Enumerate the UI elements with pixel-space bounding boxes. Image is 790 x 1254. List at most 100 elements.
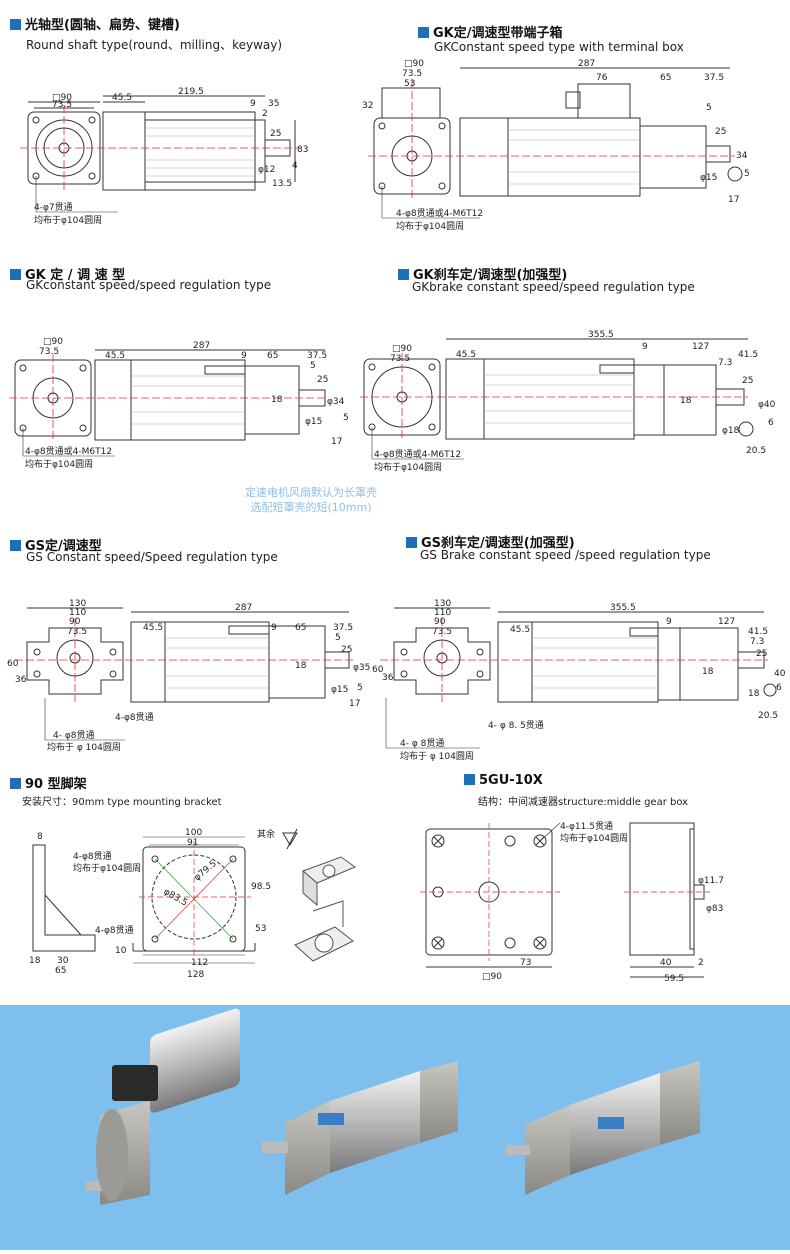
dim-label: 287 — [235, 603, 252, 613]
hole-note: 4-φ8贯通 — [115, 712, 154, 723]
section-subtitle-gearbox: 结构：中间减速器structure:middle gear box — [478, 797, 689, 808]
motor-photo-terminal-box — [86, 1008, 240, 1205]
section-title-round-shaft: 光轴型(圆轴、扁势、键槽) — [10, 14, 180, 33]
drawing-gk-brake: □90 73.5 45.5 355.5 9 127 41.5 7.3 25 18… — [360, 330, 776, 473]
dim-label: 73.5 — [39, 347, 59, 357]
hole-note: 均布于φ104圆周 — [396, 220, 464, 232]
dim-label: 25 — [341, 645, 352, 655]
product-photo-band — [0, 1005, 790, 1250]
dim-label: □90 — [482, 972, 502, 982]
dim-label: 287 — [578, 59, 595, 69]
dim-label: φ35 — [353, 663, 370, 673]
fan-cover-note: 定速电机风扇默认为长罩壳 选配短罩壳的短(10mm) — [245, 486, 377, 514]
dim-label: 36 — [382, 673, 394, 683]
dim-label: 17 — [331, 437, 342, 447]
dim-label: 73.5 — [390, 354, 410, 364]
hole-note: 均布于φ104圆周 — [34, 214, 102, 226]
section-title-gk-terminal: GK定/调速型带端子箱 — [418, 22, 563, 41]
dim-label: □90 — [404, 59, 424, 69]
section-title-gearbox: 5GU-10X — [464, 773, 543, 788]
dim-label: 20.5 — [746, 446, 766, 456]
dim-label: φ15 — [331, 685, 348, 695]
dim-label: 76 — [596, 73, 608, 83]
section-title-gk-brake: GK刹车定/调速型(加强型) — [398, 264, 567, 283]
dim-label: 90 — [434, 617, 446, 627]
hole-note: 4- φ8贯通 — [53, 730, 95, 741]
dim-label: 5 — [310, 361, 316, 371]
dim-label: 60 — [7, 659, 19, 669]
dim-label: 13.5 — [272, 179, 292, 189]
dim-label: 40 — [660, 958, 672, 968]
hole-note: 4-φ8贯通 — [73, 851, 112, 862]
dim-label: 25 — [756, 649, 767, 659]
section-subtitle-round-shaft: Round shaft type(round、milling、keyway) — [26, 38, 283, 52]
dim-label: φ15 — [305, 417, 322, 427]
dim-label: 45.5 — [105, 351, 125, 361]
dim-label: 45.5 — [112, 93, 132, 103]
hole-note: 4-φ11.5贯通 — [560, 821, 613, 832]
dim-label: 45.5 — [456, 350, 476, 360]
dim-label: φ11.7 — [698, 876, 724, 886]
dim-label: 25 — [270, 129, 281, 139]
hole-note: 4- φ 8贯通 — [400, 738, 444, 749]
drawing-round-shaft: □90 73.5 45.5 219.5 9 35 2 25 83 φ12 4 1… — [20, 87, 308, 226]
hole-note: 4-φ8贯通或4-M6T12 — [374, 448, 461, 460]
square-bullet-icon — [418, 27, 429, 38]
square-bullet-icon — [10, 778, 21, 789]
hole-note: 均布于 φ 104圆周 — [400, 750, 474, 762]
dim-label: 17 — [728, 195, 739, 205]
dim-label: □90 — [52, 93, 72, 103]
dim-label: □90 — [43, 337, 63, 347]
dim-label: 9 — [250, 99, 256, 109]
dim-label: 130 — [434, 599, 451, 609]
dim-label: 110 — [69, 608, 86, 618]
section-title-bracket: 90 型脚架 — [10, 773, 87, 792]
dim-label: 65 — [267, 351, 278, 361]
dim-label: 37.5 — [704, 73, 724, 83]
dim-label: 45.5 — [143, 623, 163, 633]
dim-label: 100 — [185, 828, 202, 838]
drawing-gk-speed: □90 73.5 45.5 287 9 65 37.5 5 25 18 φ34 … — [9, 337, 349, 470]
dim-label: φ79.5 — [193, 859, 219, 883]
dim-label: 53 — [404, 79, 415, 89]
dim-label: 2 — [262, 109, 268, 119]
dim-label: 9 — [666, 617, 672, 627]
drawing-gs-speed: 130 110 90 73.5 60 36 45.5 287 9 65 37.5… — [7, 599, 370, 753]
dim-label: 112 — [191, 958, 208, 968]
dim-label: 17 — [349, 699, 360, 709]
drawing-gk-terminal: □90 73.5 53 32 287 76 65 37.5 5 25 34 φ1… — [362, 59, 750, 232]
hole-note: 均布于φ104圆周 — [25, 458, 93, 470]
hole-note: 4-φ8贯通或4-M6T12 — [25, 445, 112, 457]
dim-label: 32 — [362, 101, 373, 111]
dim-label: 73 — [520, 958, 531, 968]
dim-label: 18 — [271, 395, 283, 405]
dim-label: 5 — [343, 413, 349, 423]
section-title-gs-speed: GS定/调速型 — [10, 535, 102, 554]
dim-label: 83 — [297, 145, 308, 155]
drawing-gs-brake: 130 110 90 73.5 60 36 45.5 355.5 9 127 4… — [372, 599, 786, 762]
dim-label: 6 — [768, 418, 774, 428]
square-bullet-icon — [464, 774, 475, 785]
section-subtitle-gk-speed: GKconstant speed/speed regulation type — [26, 278, 272, 292]
dim-label: φ18 — [722, 426, 740, 436]
dim-label: 59.5 — [664, 974, 684, 984]
hole-note: 4-φ8贯通 — [95, 925, 134, 936]
dim-label: □90 — [392, 344, 412, 354]
dim-label: 5 — [357, 683, 363, 693]
dim-label: 355.5 — [610, 603, 636, 613]
dim-label: 18 — [748, 689, 760, 699]
hole-note: 均布于 φ 104圆周 — [47, 741, 121, 753]
dim-label: 128 — [187, 970, 204, 980]
dim-label: 40 — [774, 669, 786, 679]
dim-label: 65 — [295, 623, 306, 633]
dim-label: 6 — [776, 683, 782, 693]
dim-label: 73.5 — [52, 100, 72, 110]
dim-label: 90 — [69, 617, 81, 627]
dim-label: 73.5 — [432, 627, 452, 637]
dim-label: 5 — [706, 103, 712, 113]
dim-label: 10 — [115, 946, 127, 956]
section-subtitle-gk-terminal: GKConstant speed type with terminal box — [434, 40, 684, 54]
dim-label: 5 — [744, 169, 750, 179]
dim-label: φ83.5 — [162, 887, 190, 909]
dim-label: 53 — [255, 924, 266, 934]
